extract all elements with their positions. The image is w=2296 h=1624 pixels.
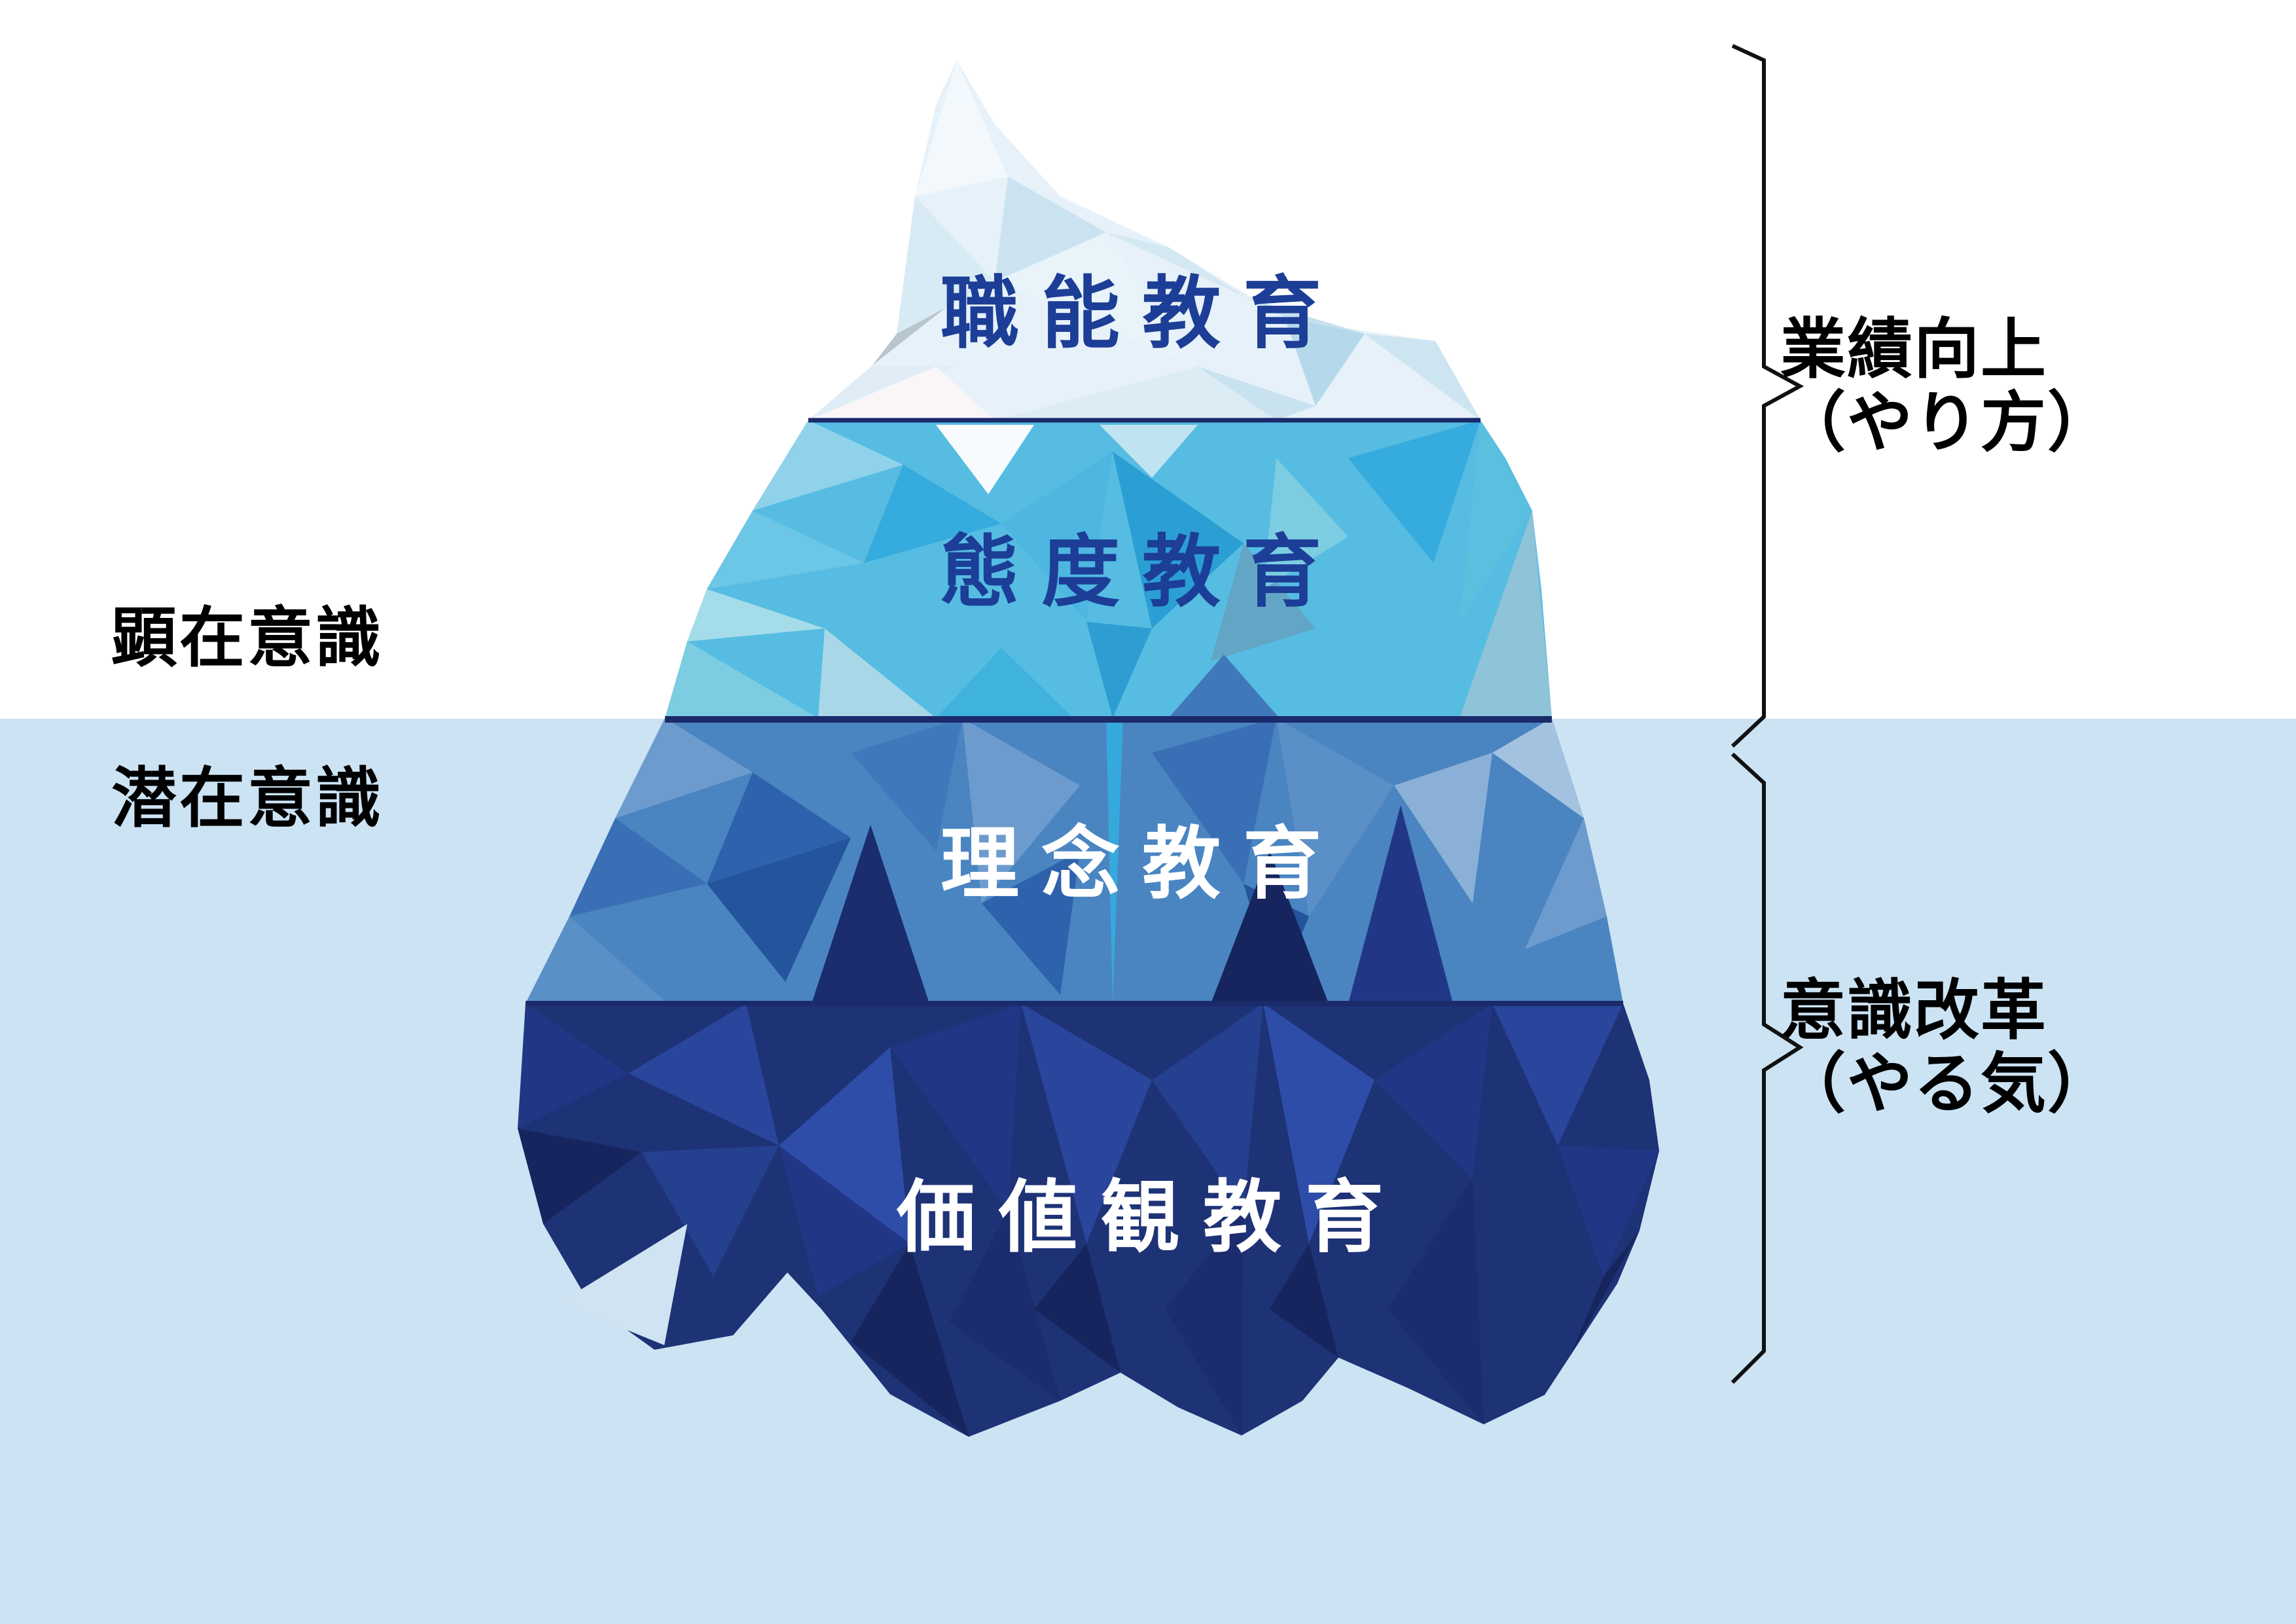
annotation-below-line1: 意識改革: [1780, 974, 2047, 1047]
layer-label-kachikan: 価値観教育: [897, 1174, 1407, 1261]
layer-label-rinen: 理念教育: [941, 820, 1344, 908]
iceberg-layer-2: [665, 420, 1552, 718]
brace-above-water: [1731, 44, 1804, 748]
annotation-below-line2: （やる気）: [1780, 1047, 2114, 1121]
annotation-below-water: 意識改革 （やる気）: [1780, 974, 2114, 1121]
iceberg-layer-3: [526, 655, 1623, 1003]
annotation-above-line1: 業績向上: [1780, 313, 2047, 386]
iceberg-layer-4: [518, 1003, 1659, 1437]
label-subconscious: 潜在意識: [111, 762, 384, 835]
label-conscious: 顕在意識: [111, 602, 384, 675]
annotation-above-line2: （やり方）: [1780, 386, 2114, 460]
iceberg-layer-1: [808, 60, 1480, 420]
layer-label-taido: 態度教育: [941, 528, 1344, 616]
annotation-above-water: 業績向上 （やり方）: [1780, 313, 2114, 460]
brace-below-water: [1731, 752, 1804, 1384]
layer-label-shokuno: 職能教育: [941, 270, 1344, 357]
